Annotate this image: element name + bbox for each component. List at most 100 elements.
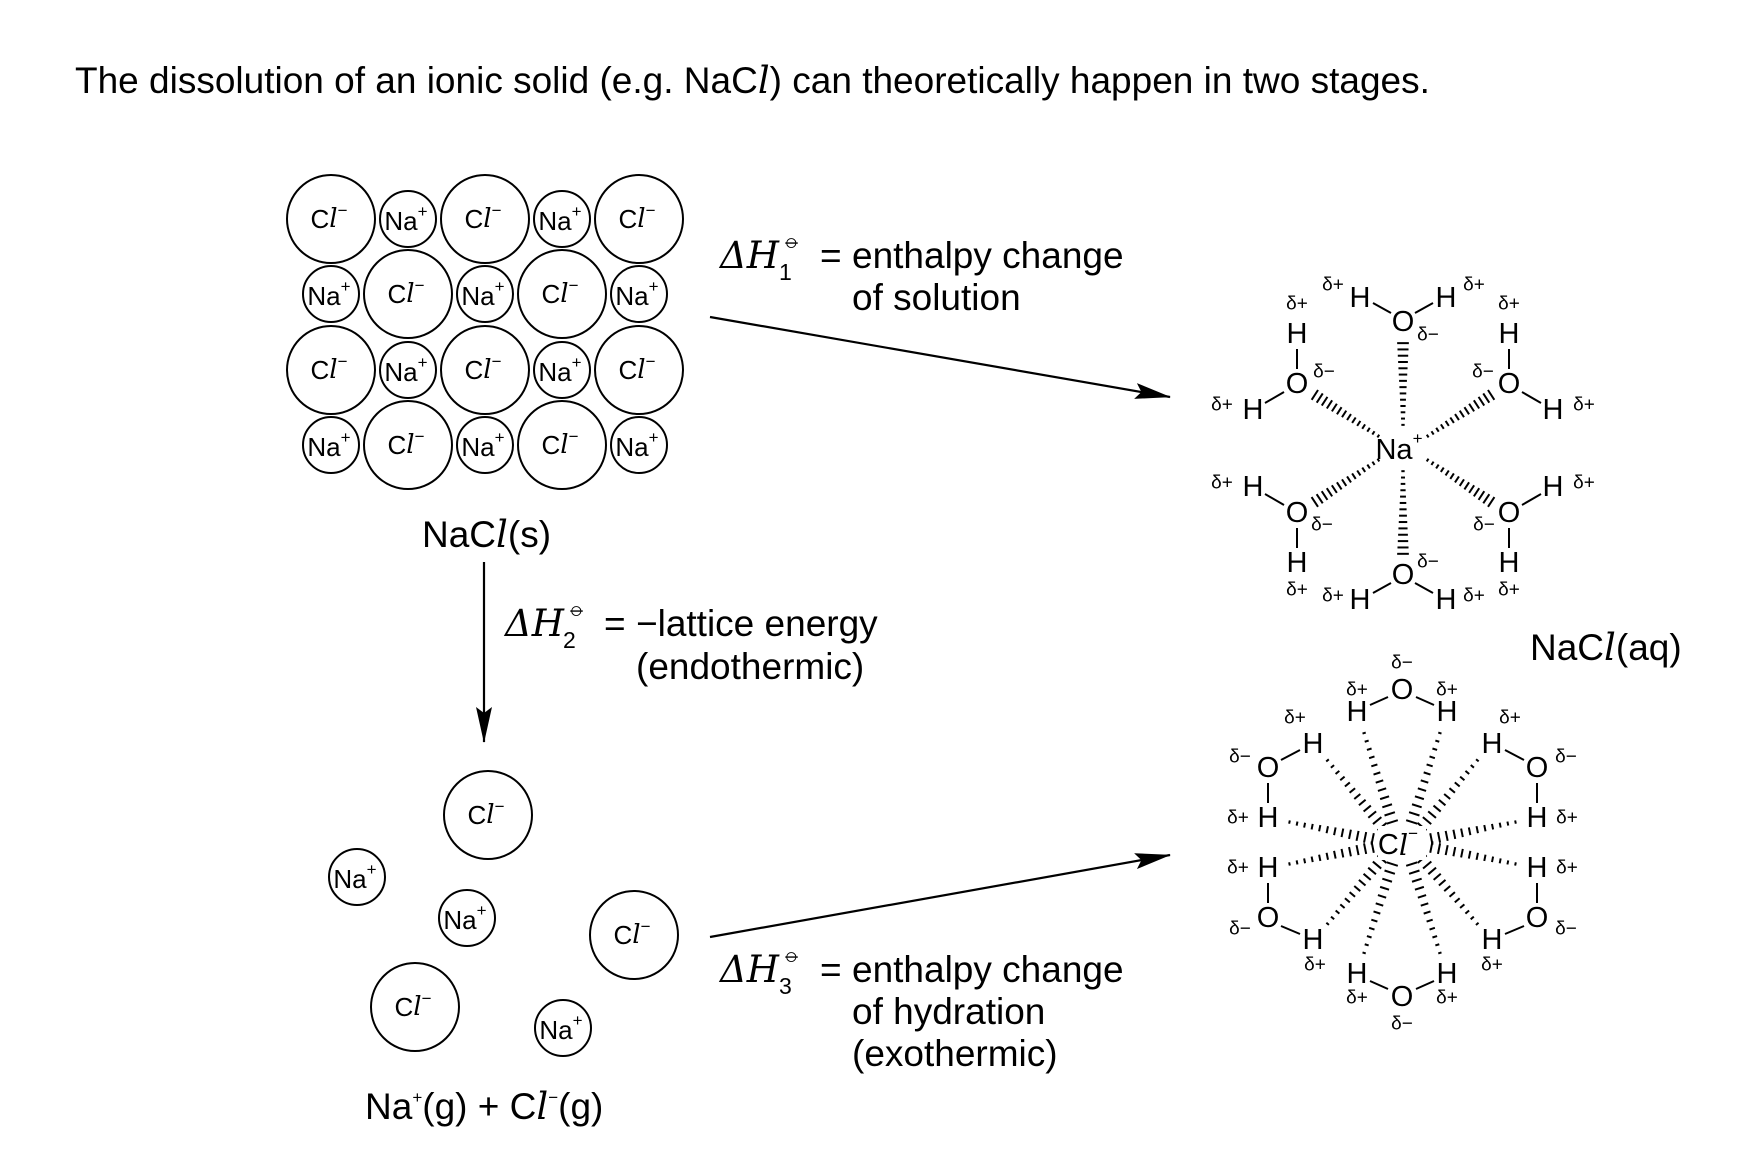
covalent-bond [1415,696,1435,706]
sodium-ion: Na+ [456,416,514,474]
hash-dash [1458,478,1465,487]
hash-dash [1463,481,1470,490]
sodium-ion: Na+ [610,265,668,323]
hash-dash [1452,846,1457,857]
hash-dash [1468,403,1475,412]
hash-dash [1408,869,1420,875]
hash-dash [1344,781,1351,788]
delta-plus-label: δ+ [1436,988,1458,1009]
hash-dash [1325,758,1330,763]
hash-dash [1371,430,1376,436]
sodium-ion-label: Na+ [384,353,427,388]
hash-dash [1454,897,1461,904]
h2-line2: (endothermic) [636,646,864,687]
hash-dash [1460,828,1464,838]
delta-h2-symbol: ΔH [503,602,565,645]
hydrogen-atom: H [1499,547,1520,579]
hash-dash [1430,461,1435,466]
hash-dash [1438,879,1447,887]
covalent-bond [1264,493,1285,506]
hash-dash [1353,885,1361,892]
delta-minus-label: δ− [1313,362,1335,383]
delta-plus-label: δ+ [1286,294,1308,315]
sodium-ion-circle [302,416,360,474]
hash-dash [1371,763,1378,768]
hash-dash [1435,427,1440,433]
hash-dash [1366,427,1371,433]
chloride-ion-label: Cl− [464,352,501,386]
delta-minus-label: δ− [1311,515,1333,536]
hash-dash [1432,747,1438,751]
oxygen-atom: O [1391,981,1414,1013]
hash-dash [1339,903,1346,909]
ion-dipole-bond [1425,389,1496,439]
covalent-bond [1504,925,1525,935]
hash-dash [1367,866,1377,875]
delta-h3-symbol: ΔH [718,948,780,991]
hash-dash [1371,918,1378,923]
oxygen-atom: O [1286,497,1309,529]
h3-line3: (exothermic) [852,1033,1058,1074]
h1-subscript: 1 [779,259,792,285]
chloride-ion-label: Cl− [618,201,655,235]
hydrogen-atom: H [1482,728,1503,760]
gas-ions-label: Na+(g) + Cl−(g) [365,1085,603,1128]
hash-dash [1459,775,1466,781]
chloride-ion: Cl− [363,400,453,490]
gaseous-ions: Cl−Na+Na+Cl−Cl−Na+ [328,770,679,1057]
h2-line1: −lattice energy [636,603,878,644]
hash-dash [1454,781,1461,788]
hydrogen-atom: H [1243,394,1264,426]
hash-dash [1318,824,1322,832]
delta-plus-label: δ+ [1573,473,1595,494]
sodium-ion-label: Na+ [538,202,581,237]
hash-dash [1411,803,1422,809]
delta-minus-label: δ− [1417,325,1439,346]
chloride-ion: Cl− [286,174,376,264]
delta-minus-label: δ− [1391,653,1413,674]
hash-dash [1452,829,1457,840]
hash-dash [1432,872,1442,881]
hash-dash [1470,915,1475,921]
hash-dash [1423,771,1431,776]
delta-plus-label: δ+ [1556,808,1578,829]
covalent-bond [1372,302,1392,314]
ion-dipole-bond [1310,458,1381,508]
hydrogen-atom: H [1436,282,1457,314]
hash-dash [1467,850,1472,859]
hydrogen-atom: H [1527,852,1548,884]
delta-minus-label: δ− [1473,515,1495,536]
hash-dash [1371,461,1376,466]
hash-dash [1475,922,1480,926]
hash-dash [1448,891,1456,898]
hash-dash [1432,804,1442,813]
sodium-ion-circle [456,416,514,474]
sodium-ion: Na+ [379,190,437,248]
sodium-ion-circle [534,999,592,1057]
hash-dash [1377,894,1387,899]
hash-dash [1427,866,1437,875]
hash-dash [1334,770,1340,775]
sodium-ion: Na+ [456,265,514,323]
chloride-ion-label: Cl− [387,276,424,310]
delta-plus-label: δ+ [1304,955,1326,976]
sodium-ion: Na+ [533,190,591,248]
covalent-bond [1504,749,1525,761]
hydrogen-atom: H [1437,696,1458,728]
h3-subscript: 3 [779,973,792,999]
delta-plus-label: δ+ [1573,395,1595,416]
hash-dash [1363,831,1368,843]
ion-dipole-bond [1325,854,1388,926]
hash-dash [1340,848,1345,858]
ion-dipole-bond [1425,458,1496,508]
hash-dash [1368,755,1375,760]
hash-dash [1467,827,1472,836]
hydrogen-atom: H [1482,924,1503,956]
chloride-center-label: Cl− [1378,824,1418,863]
hash-dash [1310,856,1314,863]
delta-plus-label: δ+ [1227,808,1249,829]
enthalpy-h1-label: ΔH 1 ⦵ = enthalpy change of solution [718,227,1124,318]
hydrogen-atom: H [1287,547,1308,579]
hash-dash [1435,739,1440,743]
hash-dash [1351,416,1357,424]
